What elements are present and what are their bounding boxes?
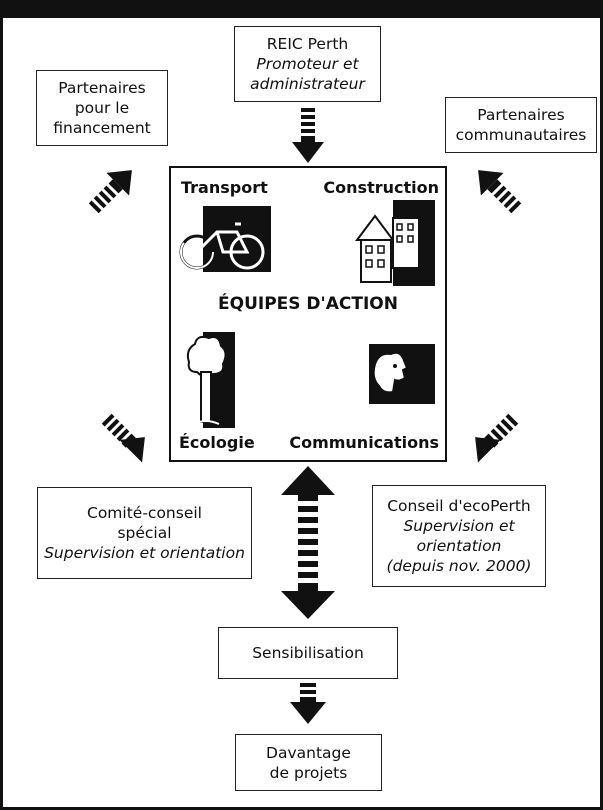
node-comite-line3: Supervision et orientation <box>44 544 245 562</box>
center-title: ÉQUIPES D'ACTION <box>218 294 398 314</box>
team-communications-label: Communications <box>289 433 439 452</box>
node-communautaires-line2: communautaires <box>455 126 587 144</box>
node-reic-line1: REIC Perth <box>266 35 349 53</box>
node-conseil-line3: orientation <box>416 537 502 555</box>
node-comite-line2: spécial <box>117 524 172 542</box>
arrow-sensibilisation-davantage <box>290 683 326 724</box>
node-sensibilisation: Sensibilisation <box>218 627 398 679</box>
node-davantage-line2: de projets <box>269 763 348 782</box>
node-comite: Comité-conseil spécial Supervision et or… <box>37 487 252 579</box>
node-sensibilisation-line1: Sensibilisation <box>252 644 364 662</box>
buildings-icon <box>355 200 435 286</box>
team-ecologie-label: Écologie <box>179 433 255 452</box>
node-comite-line1: Comité-conseil <box>87 504 202 522</box>
arrow-center-sensibilisation <box>281 466 335 619</box>
tree-icon <box>186 332 235 428</box>
node-davantage: Davantage de projets <box>235 734 382 791</box>
arrow-financement <box>88 170 132 214</box>
node-conseil-line1: Conseil d'ecoPerth <box>387 497 531 515</box>
arrow-conseil <box>475 413 519 463</box>
top-bar <box>0 0 603 18</box>
arrow-comite <box>101 413 145 463</box>
node-reic: REIC Perth Promoteur et administrateur <box>234 26 381 102</box>
node-davantage-line1: Davantage <box>266 743 351 762</box>
node-conseil: Conseil d'ecoPerth Supervision et orient… <box>372 485 546 587</box>
node-financement-line2: pour le <box>74 99 130 117</box>
node-financement-line1: Partenaires <box>58 79 146 97</box>
face-icon <box>369 344 435 404</box>
arrow-communautaires <box>478 170 522 214</box>
node-communautaires: Partenaires communautaires <box>445 97 597 153</box>
node-communautaires-line1: Partenaires <box>477 106 565 124</box>
node-financement-line3: financement <box>53 119 151 137</box>
node-reic-line3: administrateur <box>250 75 365 93</box>
bicycle-icon <box>179 206 271 272</box>
node-conseil-line2: Supervision et <box>403 517 515 535</box>
team-construction-label: Construction <box>323 178 439 197</box>
arrow-reic-down <box>292 108 324 163</box>
node-conseil-line4: (depuis nov. 2000) <box>386 557 532 575</box>
team-transport-label: Transport <box>181 178 268 197</box>
node-financement: Partenaires pour le financement <box>36 70 168 146</box>
node-reic-line2: Promoteur et <box>256 55 359 73</box>
action-teams-box: Transport Construction ÉQUIPES D'ACTION <box>169 166 447 462</box>
